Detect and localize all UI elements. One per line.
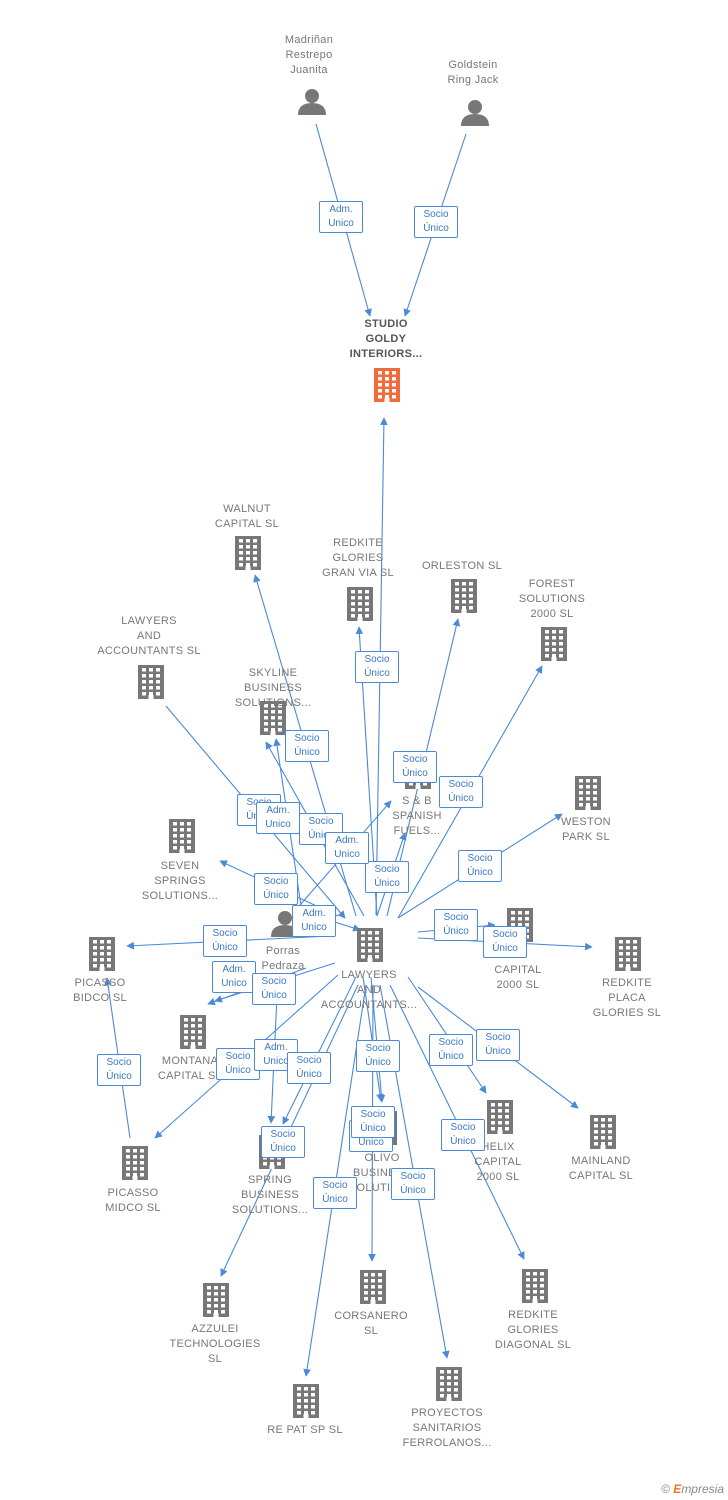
node-label-helix[interactable]: HELIX CAPITAL 2000 SL xyxy=(474,1141,522,1183)
node-label-redkite_gv[interactable]: REDKITE GLORIES GRAN VIA SL xyxy=(322,537,394,579)
building-icon-redkite_placa[interactable] xyxy=(615,937,641,971)
node-label-mainland[interactable]: MAINLAND CAPITAL SL xyxy=(568,1155,634,1182)
edge-tag[interactable]: Socio Único xyxy=(261,1126,305,1158)
edge-tag[interactable]: Socio Único xyxy=(203,925,247,957)
node-label-proyectos[interactable]: PROYECTOS SANITARIOS FERROLANOS... xyxy=(402,1407,492,1449)
edge-tag[interactable]: Socio Único xyxy=(313,1177,357,1209)
node-label-weston[interactable]: WESTON PARK SL xyxy=(561,816,611,843)
edge-tag[interactable]: Socio Único xyxy=(97,1054,141,1086)
edge-tag[interactable]: Socio Único xyxy=(299,813,343,845)
edge-tag[interactable]: Socio Único xyxy=(216,1048,260,1080)
person-icon-madrinan[interactable] xyxy=(298,89,326,115)
node-label-porras[interactable]: Porras Pedraza xyxy=(261,945,305,972)
edge-tag[interactable]: Socio Único xyxy=(458,850,502,882)
edge-tag[interactable]: Adm. Unico xyxy=(212,961,256,993)
edge-tag[interactable]: Socio Único xyxy=(365,861,409,893)
edge-tag[interactable]: Socio Único xyxy=(393,751,437,783)
edge-tag[interactable]: Socio Único xyxy=(439,776,483,808)
building-icon-lawyers_center[interactable] xyxy=(357,928,383,962)
node-label-spring[interactable]: SPRING BUSINESS SOLUTIONS... xyxy=(231,1174,309,1216)
building-icon-repat[interactable] xyxy=(293,1384,319,1418)
edge-tag[interactable]: Socio Único xyxy=(351,1106,395,1138)
node-label-walnut[interactable]: WALNUT CAPITAL SL xyxy=(214,503,280,530)
brand-footer[interactable]: © Empresia xyxy=(661,1482,724,1496)
node-label-lawyers_top[interactable]: LAWYERS AND ACCOUNTANTS SL xyxy=(97,615,201,657)
building-icon-weston[interactable] xyxy=(575,776,601,810)
edge-porras-to-olivo xyxy=(362,976,384,1102)
node-label-sb_spanish[interactable]: S & B SPANISH FUELS... xyxy=(392,795,442,837)
edge-tag[interactable]: Socio Único xyxy=(252,973,296,1005)
building-icon-seven[interactable] xyxy=(169,819,195,853)
edge-tag[interactable]: Socio Único xyxy=(434,909,478,941)
building-icon-proyectos[interactable] xyxy=(436,1367,462,1401)
building-icon-skyline[interactable] xyxy=(260,701,286,735)
edge-lawyers_center-to-spring xyxy=(282,976,357,1125)
edge-tag[interactable]: Socio Único xyxy=(254,873,298,905)
node-label-lawyers_center[interactable]: LAWYERS AND ACCOUNTANTS... xyxy=(320,969,418,1011)
building-icon-redkite_gv[interactable] xyxy=(347,587,373,621)
edge-tag[interactable]: Socio Único xyxy=(441,1119,485,1151)
node-label-redkite_placa[interactable]: REDKITE PLACA GLORIES SL xyxy=(592,977,662,1019)
building-icon-mainland[interactable] xyxy=(590,1115,616,1149)
node-label-madrinan[interactable]: Madriñan Restrepo Juanita xyxy=(284,34,334,76)
building-icon-walnut[interactable] xyxy=(235,536,261,570)
copyright-mark: © xyxy=(661,1482,670,1496)
node-label-x_capital[interactable]: X CAPITAL 2000 SL xyxy=(494,949,542,991)
node-label-skyline[interactable]: SKYLINE BUSINESS SOLUTIONS... xyxy=(234,667,312,709)
edge-tag[interactable]: Socio Único xyxy=(287,1052,331,1084)
node-label-montana[interactable]: MONTANA CAPITAL SL xyxy=(157,1055,222,1082)
node-label-orleston[interactable]: ORLESTON SL xyxy=(421,560,503,572)
building-icon-redkite_diag[interactable] xyxy=(522,1269,548,1303)
building-icon-montana[interactable] xyxy=(180,1015,206,1049)
node-label-corsanero[interactable]: CORSANERO SL xyxy=(334,1310,408,1337)
edge-tag[interactable]: Socio Único xyxy=(285,730,329,762)
edge-tag[interactable]: Adm. Unico xyxy=(292,905,336,937)
building-icon-picasso_midco[interactable] xyxy=(122,1146,148,1180)
node-label-goldstein[interactable]: Goldstein Ring Jack xyxy=(447,59,499,86)
edge-tag[interactable]: Socio Único xyxy=(355,651,399,683)
brand-initial: E xyxy=(673,1482,682,1496)
building-icon-azzulei[interactable] xyxy=(203,1283,229,1317)
building-icon-picasso_bidco[interactable] xyxy=(89,937,115,971)
edge-tag[interactable]: Adm. Unico xyxy=(325,832,369,864)
node-label-forest[interactable]: FOREST SOLUTIONS 2000 SL xyxy=(518,578,586,620)
building-icon-forest[interactable] xyxy=(541,627,567,661)
edge-tag[interactable]: Socio Único xyxy=(476,1029,520,1061)
edge-tag[interactable]: Socio Único xyxy=(429,1034,473,1066)
node-label-studio[interactable]: STUDIO GOLDY INTERIORS... xyxy=(349,318,423,360)
building-icon-lawyers_top[interactable] xyxy=(138,665,164,699)
edge-tag[interactable]: Adm. Unico xyxy=(256,802,300,834)
building-icon-corsanero[interactable] xyxy=(360,1270,386,1304)
edge-tag[interactable]: Socio Único xyxy=(391,1168,435,1200)
building-icon-helix[interactable] xyxy=(487,1100,513,1134)
brand-name: mpresia xyxy=(681,1482,724,1496)
edge-tag[interactable]: Socio Único xyxy=(483,926,527,958)
person-icon-goldstein[interactable] xyxy=(461,100,489,126)
edge-tag[interactable]: Adm. Unico xyxy=(319,201,363,233)
node-label-seven[interactable]: SEVEN SPRINGS SOLUTIONS... xyxy=(141,860,219,902)
node-label-redkite_diag[interactable]: REDKITE GLORIES DIAGONAL SL xyxy=(494,1309,572,1351)
edge-tag[interactable]: Socio Único xyxy=(356,1040,400,1072)
node-label-azzulei[interactable]: AZZULEI TECHNOLOGIES SL xyxy=(169,1323,261,1365)
edge-tag[interactable]: Socio Único xyxy=(414,206,458,238)
building-icon-orleston[interactable] xyxy=(451,579,477,613)
building-icon-studio[interactable] xyxy=(374,368,400,402)
node-label-picasso_bidco[interactable]: PICASSO BIDCO SL xyxy=(73,977,127,1004)
node-label-picasso_midco[interactable]: PICASSO MIDCO SL xyxy=(105,1187,161,1214)
node-label-repat[interactable]: RE PAT SP SL xyxy=(267,1424,343,1436)
